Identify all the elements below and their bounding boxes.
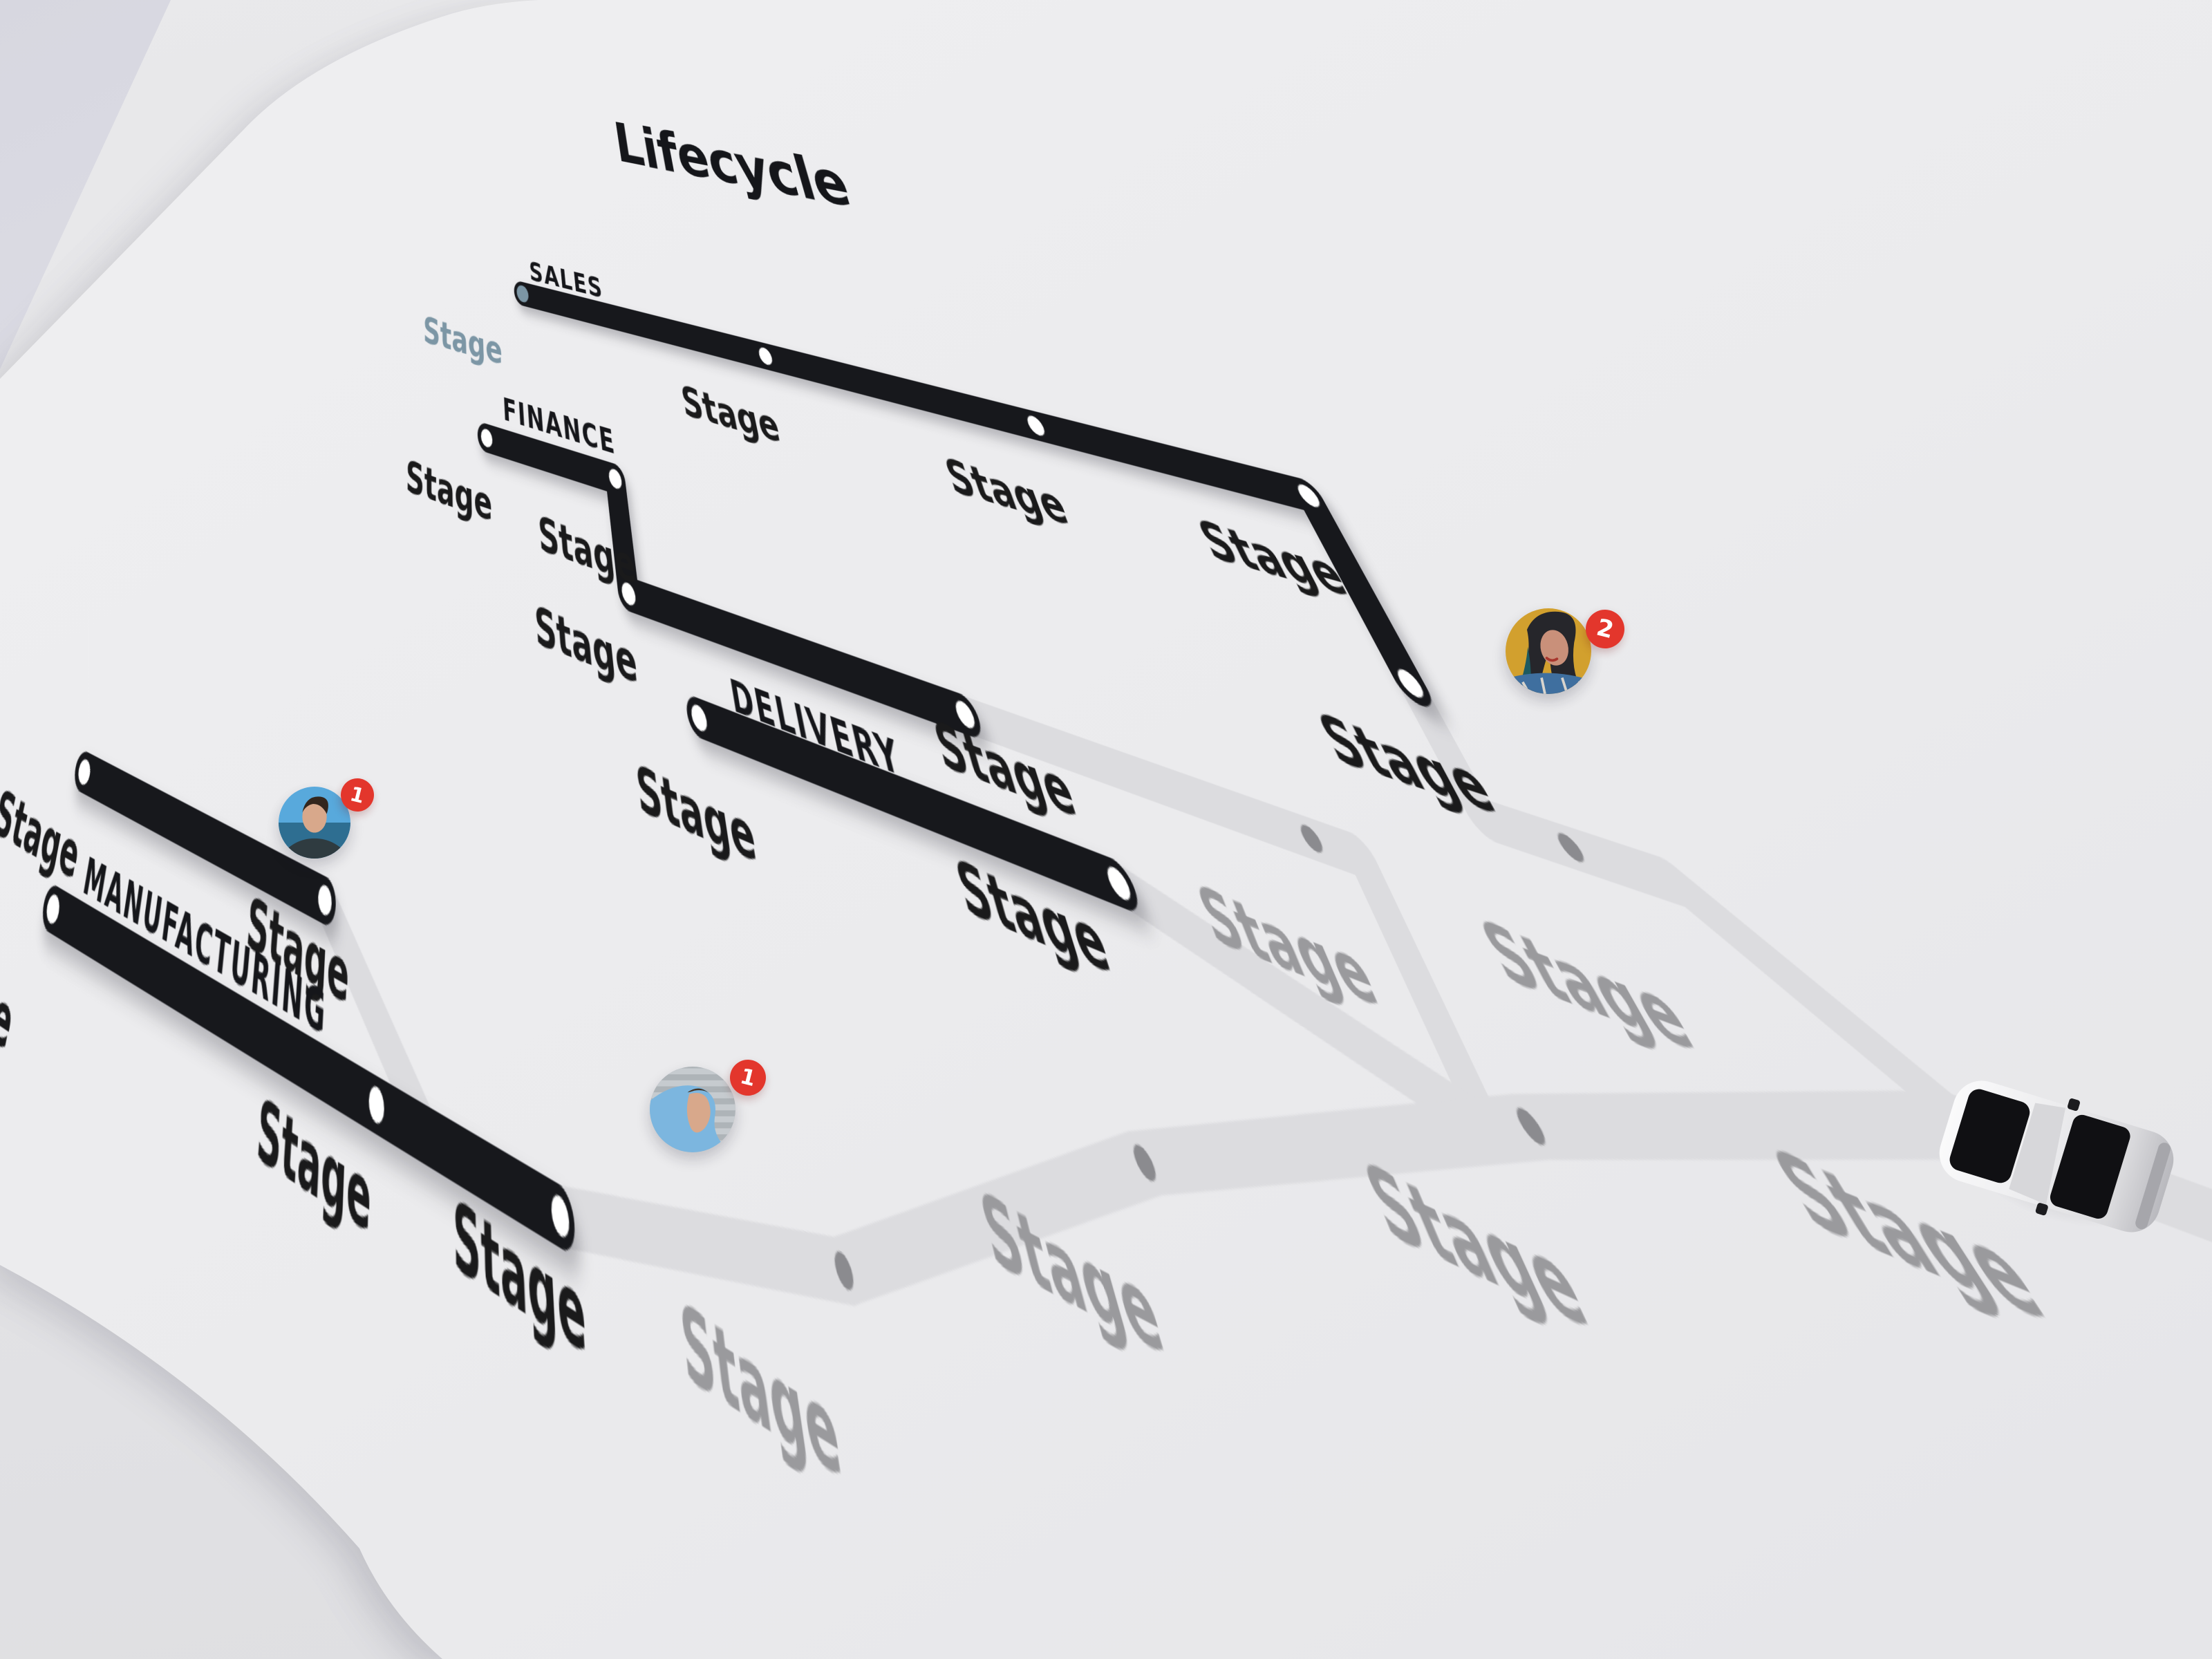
avatar-woman[interactable] (1506, 608, 1591, 694)
avatar-man-front[interactable] (279, 787, 350, 859)
avatar-man-profile[interactable] (650, 1067, 735, 1152)
